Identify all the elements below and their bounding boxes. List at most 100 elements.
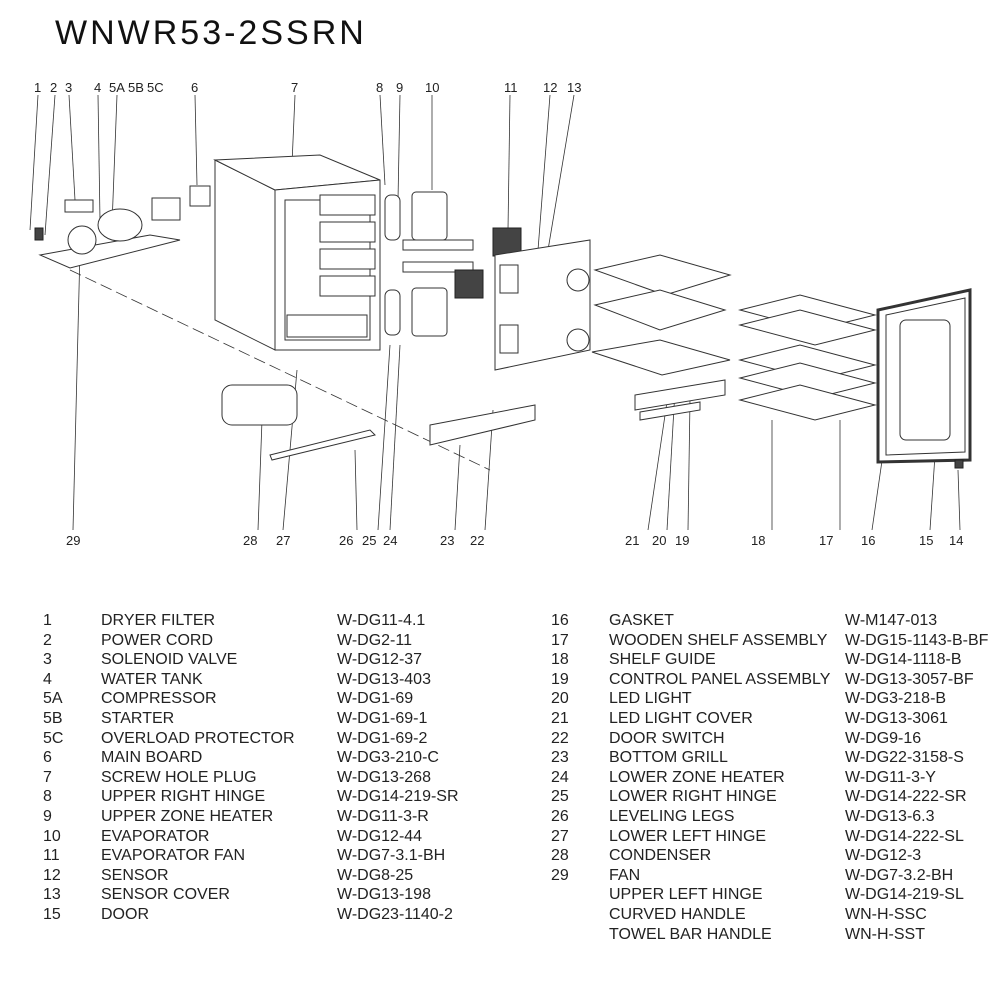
- callout-19: 19: [675, 533, 689, 548]
- bottom-callouts: 29 28 27 26 25 24 23 22 21 20 19 18 17 1…: [66, 533, 963, 548]
- callout-21: 21: [625, 533, 639, 548]
- parts-row: 3 SOLENOID VALVE W-DG12-37: [43, 651, 513, 671]
- part-name: SHELF GUIDE: [609, 651, 716, 669]
- callout-16: 16: [861, 533, 875, 548]
- part-number: 16: [551, 612, 569, 629]
- part-name: SOLENOID VALVE: [101, 651, 238, 669]
- callout-12: 12: [543, 80, 557, 95]
- fan-panel: [454, 227, 591, 371]
- part-code: W-DG15-1143-B-BF: [845, 631, 989, 649]
- part-code: W-DG11-3-Y: [845, 768, 936, 786]
- parts-row: 12 SENSOR W-DG8-25: [43, 867, 513, 887]
- part-number: 4: [43, 670, 52, 688]
- part-code: W-DG1-69-2: [337, 729, 428, 747]
- callout-9: 9: [396, 80, 403, 95]
- part-number: 5A: [43, 690, 63, 708]
- callout-20: 20: [652, 533, 666, 548]
- part-number: 19: [551, 670, 569, 688]
- part-code: W-DG3-210-C: [337, 749, 439, 767]
- part-code: W-DG12-37: [337, 651, 423, 669]
- part-name: FAN: [609, 866, 641, 884]
- part-code: W-DG11-4.1: [337, 612, 426, 629]
- parts-row: 8 UPPER RIGHT HINGE W-DG14-219-SR: [43, 788, 513, 808]
- callout-4: 4: [94, 80, 101, 95]
- callout-22: 22: [470, 533, 484, 548]
- part-number: 9: [43, 807, 52, 825]
- part-name: UPPER LEFT HINGE: [609, 886, 763, 904]
- part-name: LOWER LEFT HINGE: [609, 827, 767, 845]
- part-code: W-DG14-219-SR: [337, 788, 459, 806]
- part-number: 7: [43, 768, 52, 786]
- part-number: 27: [551, 827, 569, 845]
- part-code: W-DG7-3.1-BH: [337, 847, 446, 865]
- part-name: CONDENSER: [609, 847, 712, 865]
- part-number: 18: [551, 651, 569, 669]
- callout-6: 6: [191, 80, 198, 95]
- part-number: 8: [43, 788, 52, 806]
- part-number: 28: [551, 847, 569, 865]
- parts-row: 28 CONDENSER W-DG12-3: [551, 847, 1000, 867]
- part-number: 22: [551, 729, 569, 747]
- part-number: 1: [43, 612, 52, 629]
- callout-26: 26: [339, 533, 353, 548]
- part-name: WATER TANK: [101, 670, 203, 688]
- part-number: 12: [43, 866, 61, 884]
- part-code: W-DG14-219-SL: [845, 886, 964, 904]
- callout-5a: 5A: [109, 80, 125, 95]
- model-title: WNWR53-2SSRN: [55, 14, 367, 52]
- top-callouts: 1 2 3 4 5A 5B 5C 6 7 8 9 10 11 12 13: [34, 80, 581, 95]
- part-name: LEVELING LEGS: [609, 807, 735, 825]
- part-code: W-DG13-403: [337, 670, 431, 688]
- callout-28: 28: [243, 533, 257, 548]
- bottom-parts: [221, 384, 536, 461]
- part-name: UPPER RIGHT HINGE: [101, 788, 266, 806]
- part-name: STARTER: [101, 709, 175, 727]
- part-code: W-DG12-3: [845, 847, 922, 865]
- part-name: EVAPORATOR FAN: [101, 847, 246, 865]
- part-number: 11: [43, 847, 60, 865]
- part-code: W-DG8-25: [337, 866, 414, 884]
- callout-29: 29: [66, 533, 80, 548]
- part-name: LOWER RIGHT HINGE: [609, 788, 777, 806]
- compressor-assembly: [34, 185, 211, 269]
- part-name: GASKET: [609, 612, 674, 629]
- exploded-parts-diagram: 1 2 3 4 5A 5B 5C 6 7 8 9 10 11 12 13 29 …: [29, 80, 972, 548]
- part-code: W-DG1-69: [337, 690, 414, 708]
- part-name: OVERLOAD PROTECTOR: [101, 729, 295, 747]
- part-code: W-DG13-3057-BF: [845, 670, 974, 688]
- part-name: SENSOR COVER: [101, 886, 230, 904]
- callout-23: 23: [440, 533, 454, 548]
- callout-3: 3: [65, 80, 72, 95]
- part-number: 25: [551, 788, 569, 806]
- cabinet: [213, 154, 381, 351]
- part-code: W-DG3-218-B: [845, 690, 947, 708]
- part-code: W-DG12-44: [337, 827, 423, 845]
- callout-2: 2: [50, 80, 57, 95]
- part-code: W-DG13-3061: [845, 709, 948, 727]
- part-number: 3: [43, 651, 52, 669]
- part-name: LED LIGHT COVER: [609, 709, 753, 727]
- part-number: 17: [551, 631, 569, 649]
- part-name: SCREW HOLE PLUG: [101, 768, 257, 786]
- part-name: SENSOR: [101, 866, 169, 884]
- part-number: 24: [551, 768, 569, 786]
